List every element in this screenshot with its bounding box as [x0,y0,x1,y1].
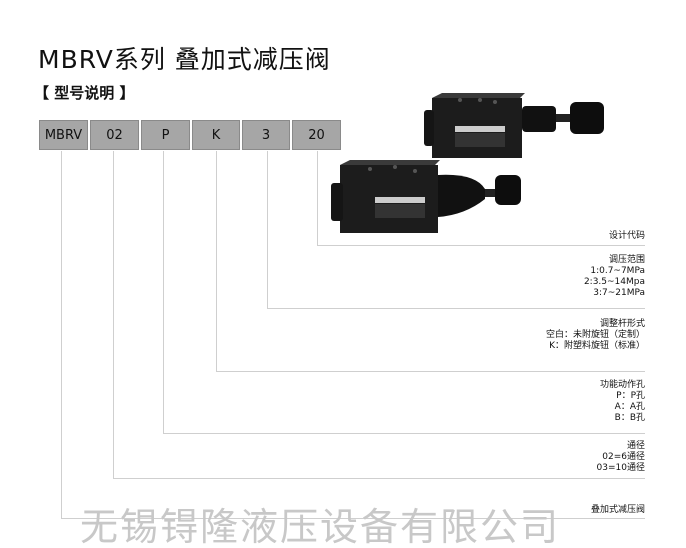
connector-line [113,478,645,479]
desc-line: A：A孔 [614,402,645,412]
desc-line: 空白：未附旋钮（定制） [545,330,645,340]
code-box-design: 20 [292,120,341,150]
connector-line [61,151,62,518]
desc-line: 02=6通径 [602,452,645,462]
valve-image-1 [424,93,604,158]
valve-image-2 [331,160,521,233]
connector-line [163,151,164,433]
desc-heading: 调压范围 [608,255,645,265]
connector-line [216,151,217,371]
connector-line [216,371,645,372]
desc-line: B：B孔 [614,413,645,423]
section-subtitle: 【 型号说明 】 [34,84,135,102]
desc-pressure-range: 调压范围 1:0.7~7MPa 2:3.5~14Mpa 3:7~21MPa [584,255,645,299]
desc-heading: 叠加式减压阀 [590,505,645,515]
desc-design-code: 设计代码 [609,231,645,242]
connector-line [267,151,268,308]
desc-line: 2:3.5~14Mpa [583,277,645,287]
company-watermark: 无锡锝隆液压设备有限公司 [80,505,561,548]
connector-line [163,433,645,434]
code-box-port: P [141,120,190,150]
desc-heading: 设计代码 [608,231,645,241]
desc-series: 叠加式减压阀 [591,505,645,516]
connector-line [317,245,645,246]
code-box-size: 02 [90,120,139,150]
code-box-series: MBRV [39,120,88,150]
desc-size: 通径 02=6通径 03=10通径 [597,441,645,474]
desc-line: K：附塑料旋钮（标准） [549,341,645,351]
desc-line: 3:7~21MPa [593,288,645,298]
desc-adjust-type: 调整杆形式 空白：未附旋钮（定制） K：附塑料旋钮（标准） [546,319,645,352]
connector-line [267,308,645,309]
connector-line [317,151,318,245]
desc-line: 1:0.7~7MPa [590,266,645,276]
code-box-pressure: 3 [242,120,290,150]
desc-line: P：P孔 [616,391,645,401]
connector-line [61,518,645,519]
connector-line [113,151,114,478]
code-box-adjust: K [192,120,240,150]
desc-heading: 通径 [626,441,645,451]
desc-heading: 功能动作孔 [599,380,645,390]
desc-line: 03=10通径 [596,463,645,473]
desc-heading: 调整杆形式 [599,319,645,329]
desc-port-function: 功能动作孔 P：P孔 A：A孔 B：B孔 [600,380,645,424]
page-title: MBRV系列 叠加式减压阀 [38,45,331,74]
